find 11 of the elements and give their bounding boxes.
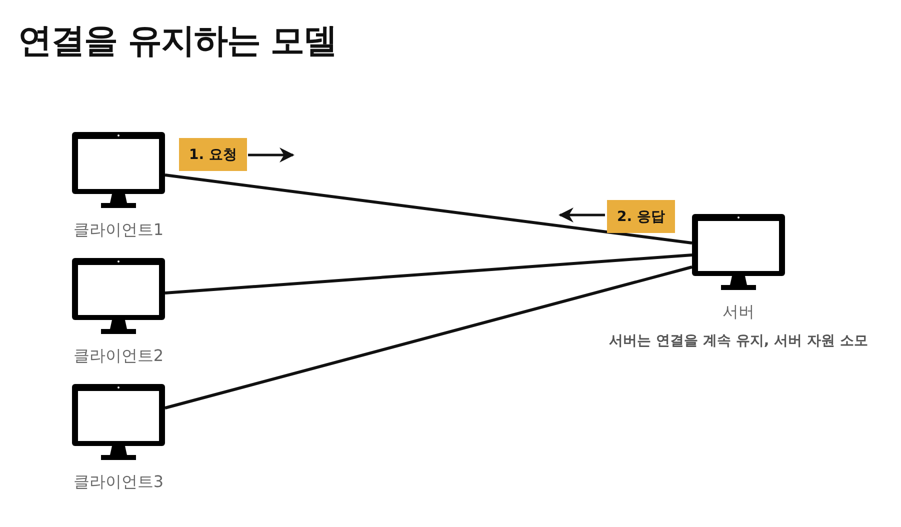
device-caption: 클라이언트1 — [72, 220, 165, 241]
note-text: 서버는 연결을 계속 유지, 서버 자원 소모 — [609, 332, 868, 350]
step-label: 1. 요청 — [179, 138, 247, 171]
connector-line — [164, 254, 692, 294]
step-label: 2. 응답 — [607, 200, 675, 233]
connector-line — [164, 174, 692, 244]
diagram-title: 연결을 유지하는 모델 — [18, 20, 337, 63]
device-caption: 서버 — [722, 302, 756, 323]
device-caption: 클라이언트3 — [72, 472, 165, 493]
connector-line — [164, 266, 692, 410]
device-caption: 클라이언트2 — [72, 346, 165, 367]
